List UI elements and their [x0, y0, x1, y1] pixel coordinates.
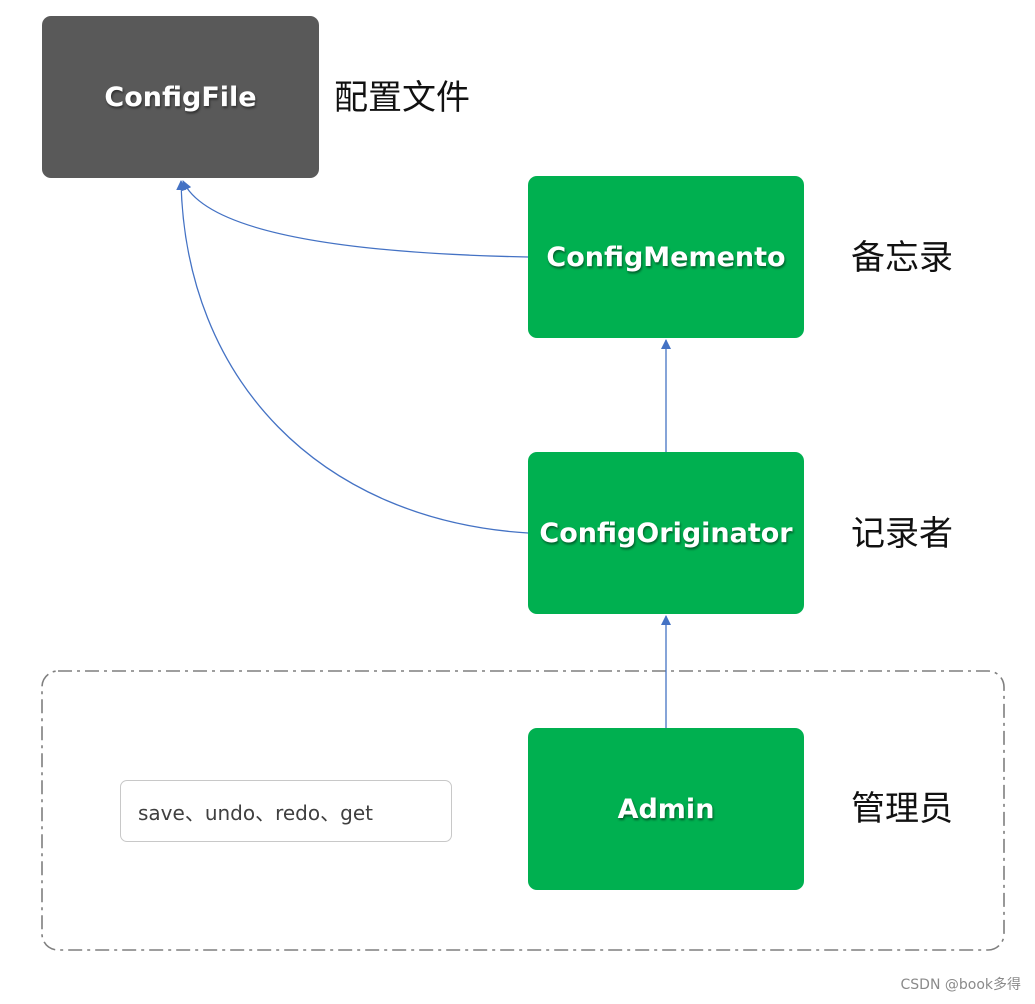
configfile-node: ConfigFile: [42, 16, 319, 178]
admin-operations-box: save、undo、redo、get: [120, 780, 452, 842]
configoriginator-node-label: ConfigOriginator: [539, 517, 793, 549]
connector-originator-to-configfile: [176, 180, 529, 534]
configmemento-node: ConfigMemento: [528, 176, 804, 338]
admin-caption: 管理员: [851, 789, 953, 829]
configoriginator-caption: 记录者: [851, 514, 953, 554]
admin-node: Admin: [528, 728, 804, 890]
configmemento-node-label: ConfigMemento: [546, 241, 786, 273]
connector-memento-to-configfile: [182, 180, 529, 258]
configfile-node-label: ConfigFile: [104, 81, 257, 113]
configmemento-caption: 备忘录: [851, 238, 953, 278]
admin-node-label: Admin: [617, 793, 715, 825]
watermark: CSDN @book多得: [900, 977, 1022, 993]
admin-group-border: [41, 670, 1005, 951]
configoriginator-node: ConfigOriginator: [528, 452, 804, 614]
admin-operations-text: save、undo、redo、get: [138, 800, 373, 825]
configfile-caption: 配置文件: [334, 78, 470, 118]
